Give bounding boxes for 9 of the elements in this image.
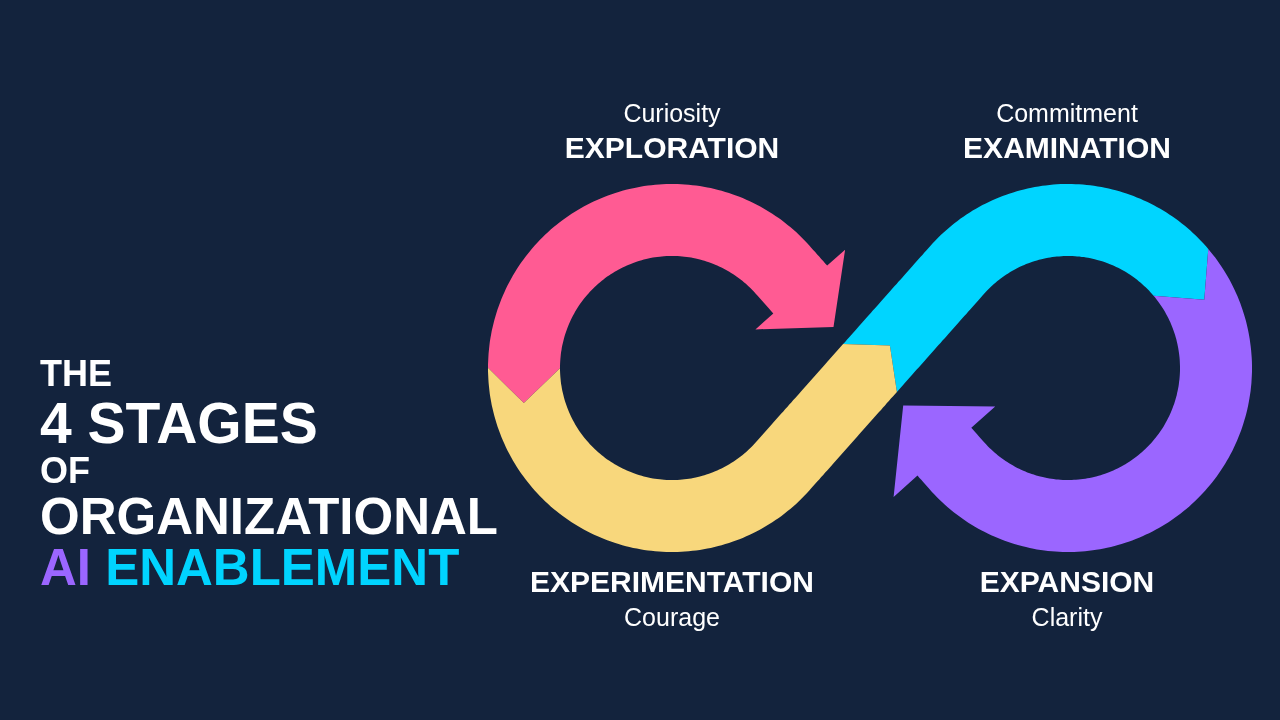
stage-keyword: Curiosity: [623, 98, 721, 128]
stage-keyword: Clarity: [1031, 602, 1103, 632]
title-heading: THE 4 STAGES OF ORGANIZATIONAL AI ENABLEMENT: [40, 352, 498, 594]
stage-name: EXPERIMENTATION: [530, 564, 814, 600]
stage-name: EXAMINATION: [963, 130, 1171, 166]
stage-keyword: Courage: [624, 602, 720, 632]
stage-keyword: Commitment: [996, 98, 1138, 128]
stage-name: EXPANSION: [979, 564, 1155, 600]
stage-name: EXPLORATION: [564, 130, 780, 166]
